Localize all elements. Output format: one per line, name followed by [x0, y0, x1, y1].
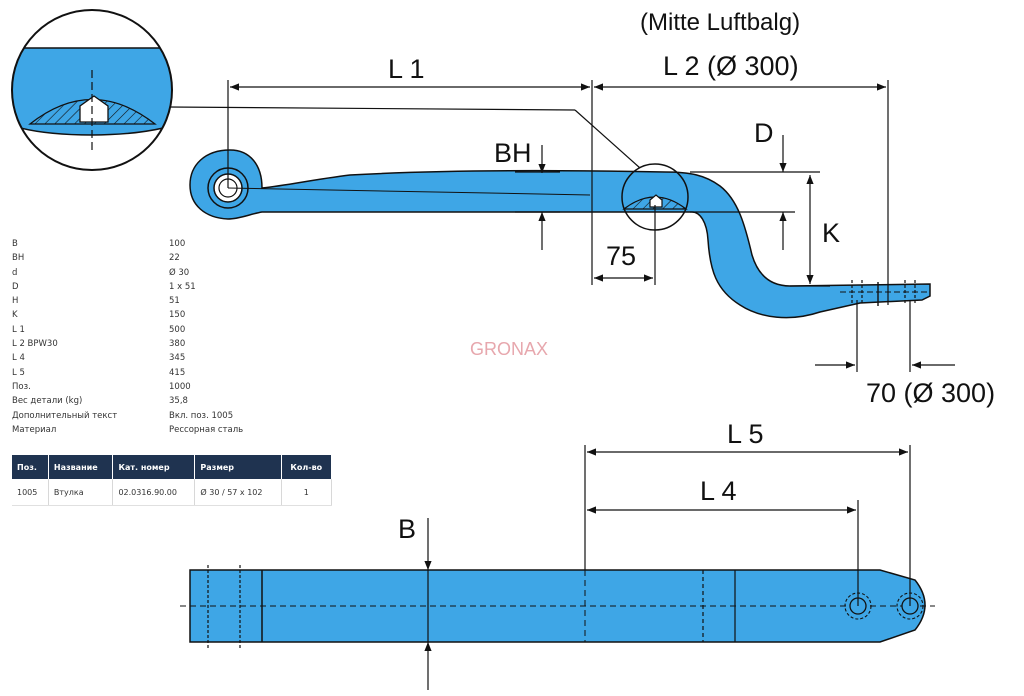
- spec-key: D: [12, 281, 19, 292]
- spring-top-view: [180, 565, 935, 648]
- label-d: D: [754, 118, 774, 148]
- spec-row: Вес детали (kg) 35,8: [12, 394, 262, 408]
- cell-name: Втулка: [48, 479, 114, 506]
- spec-value: Вкл. поз. 1005: [169, 410, 234, 421]
- spec-row: L 2 BPW30 380: [12, 337, 262, 351]
- spec-row: d Ø 30: [12, 266, 262, 280]
- header-qty: Кол-во: [281, 455, 333, 479]
- label-75: 75: [606, 241, 636, 271]
- spec-row: K 150: [12, 308, 262, 322]
- spec-key: Дополнительный текст: [12, 410, 118, 421]
- spec-value: 1 x 51: [169, 281, 196, 292]
- label-l1: L 1: [388, 54, 425, 84]
- spec-value: 150: [169, 310, 186, 321]
- spec-value: Ø 30: [169, 267, 190, 278]
- label-b: B: [398, 514, 416, 544]
- header-name: Название: [48, 455, 114, 479]
- spec-key: K: [12, 310, 18, 321]
- spec-key: d: [12, 267, 18, 278]
- spec-value: 500: [169, 324, 186, 335]
- spec-row: B 100: [12, 237, 262, 251]
- cell-qty: 1: [281, 479, 333, 506]
- header-cat-number: Кат. номер: [112, 455, 196, 479]
- spec-key: L 5: [12, 367, 25, 378]
- label-k: K: [822, 218, 840, 248]
- label-l4: L 4: [700, 476, 737, 506]
- spec-value: 380: [169, 339, 186, 350]
- spec-key: Вес детали (kg): [12, 396, 83, 407]
- spec-key: H: [12, 296, 19, 307]
- spec-row: Поз. 1000: [12, 380, 262, 394]
- watermark: GRONAX: [470, 339, 548, 359]
- spec-row: D 1 x 51: [12, 280, 262, 294]
- table-row: 1005 Втулка 02.0316.90.00 Ø 30 / 57 x 10…: [12, 479, 333, 506]
- spec-key: L 4: [12, 353, 25, 364]
- spec-key: BH: [12, 253, 25, 264]
- dimension-lines-side: [227, 80, 955, 372]
- spec-row: L 1 500: [12, 323, 262, 337]
- spec-key: B: [12, 239, 18, 249]
- spring-side-view: [189, 149, 931, 319]
- spec-value: 1000: [169, 381, 191, 392]
- cell-pos: 1005: [12, 479, 49, 506]
- spec-row: L 5 415: [12, 366, 262, 380]
- spec-key: L 2 BPW30: [12, 339, 58, 350]
- spec-row: L 4 345: [12, 351, 262, 365]
- label-70: 70 (Ø 300): [866, 378, 995, 408]
- spec-row: Материал Рессорная сталь: [12, 423, 262, 437]
- spring-leaf-top: [189, 569, 926, 643]
- spec-key: L 1: [12, 324, 25, 335]
- parts-table-header: Поз. Название Кат. номер Размер Кол-во: [12, 455, 333, 479]
- spec-key: Поз.: [12, 381, 31, 392]
- spring-leaf-side: [189, 149, 931, 319]
- parts-table: Поз. Название Кат. номер Размер Кол-во 1…: [12, 455, 333, 506]
- spec-value: 100: [169, 239, 186, 249]
- label-mitte-luftbalg: (Mitte Luftbalg): [640, 9, 800, 36]
- spec-key: Материал: [12, 424, 57, 435]
- header-size: Размер: [194, 455, 282, 479]
- spec-value: 51: [169, 296, 180, 307]
- spec-value: 345: [169, 353, 186, 364]
- label-bh: BH: [494, 138, 532, 168]
- cell-cat-number: 02.0316.90.00: [112, 479, 196, 506]
- spec-row: Дополнительный текст Вкл. поз. 1005: [12, 409, 262, 423]
- spec-value: 22: [169, 253, 180, 264]
- header-pos: Поз.: [12, 455, 49, 479]
- cell-size: Ø 30 / 57 x 102: [194, 479, 282, 506]
- label-l2: L 2 (Ø 300): [663, 51, 799, 81]
- label-l5: L 5: [727, 419, 764, 449]
- spec-value: 415: [169, 367, 186, 378]
- spec-value: 35,8: [169, 396, 188, 407]
- dimension-lines-top: [424, 445, 911, 690]
- spec-value: Рессорная сталь: [169, 424, 244, 435]
- spec-row: H 51: [12, 294, 262, 308]
- spec-row: BH 22: [12, 251, 262, 265]
